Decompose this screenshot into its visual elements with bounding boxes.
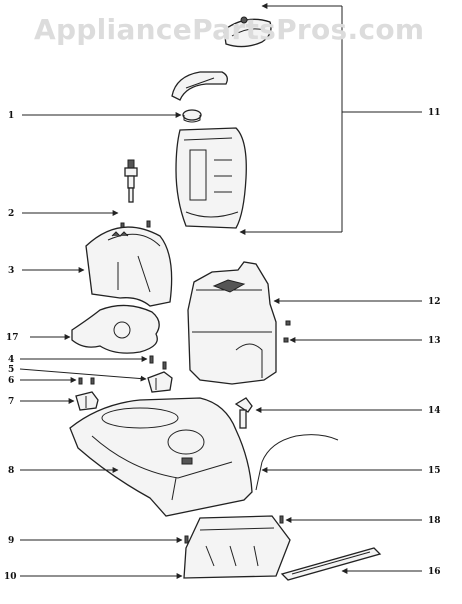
callout-5: 5 [8, 365, 14, 375]
hose-line-part [261, 434, 339, 463]
part-18 [279, 515, 284, 524]
callout-13: 13 [428, 336, 441, 346]
part-9 [184, 535, 189, 544]
callout-9: 9 [8, 536, 14, 546]
callout-8: 8 [8, 466, 14, 476]
watermark-text: AppliancePartsPros.com [34, 13, 425, 46]
cap-part [182, 109, 202, 123]
latch-part [171, 71, 228, 101]
leader-lines [19, 3, 422, 579]
callout-15: 15 [428, 466, 441, 476]
callout-3: 3 [8, 266, 14, 276]
callout-14: 14 [428, 406, 441, 416]
callout-16: 16 [428, 567, 441, 577]
top-handle-part [223, 16, 272, 48]
recovery-tank-part [187, 261, 277, 385]
callout-6: 6 [8, 376, 14, 386]
clip-part-5 [147, 371, 173, 393]
callout-7: 7 [8, 397, 14, 407]
screw-part-13 [283, 320, 291, 343]
small-parts-4-6 [78, 355, 167, 385]
clip-part-7 [75, 391, 99, 411]
callout-11: 11 [428, 108, 441, 118]
callout-18: 18 [428, 516, 441, 526]
hood-part [85, 226, 173, 307]
callout-10: 10 [4, 572, 17, 582]
callout-labels: 1 2 3 17 4 5 6 7 8 9 10 11 12 13 14 15 1… [4, 108, 441, 582]
callout-17: 17 [6, 333, 19, 343]
callout-1: 1 [8, 111, 14, 121]
callout-4: 4 [8, 355, 14, 365]
callout-12: 12 [428, 297, 441, 307]
callout-2: 2 [8, 209, 14, 219]
plug-part-14 [234, 397, 253, 429]
gasket-part [71, 304, 160, 354]
nozzle-part [183, 515, 291, 579]
brush-strip-part [280, 547, 382, 581]
base-part [69, 397, 253, 517]
valve-part [124, 159, 138, 203]
water-tank-part [175, 127, 247, 229]
